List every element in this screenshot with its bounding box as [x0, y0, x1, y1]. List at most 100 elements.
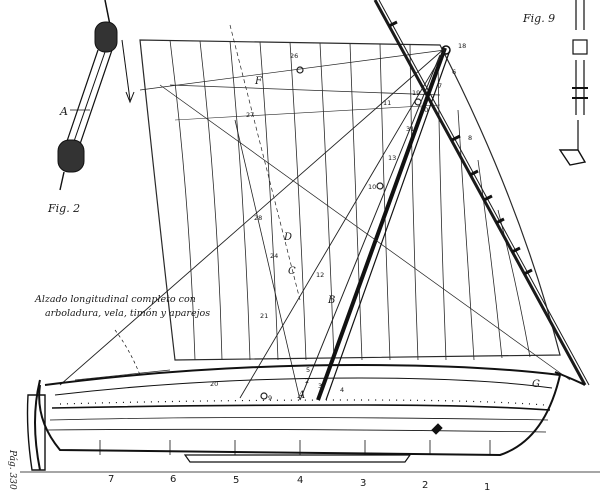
sail-horizontal-line: [169, 84, 441, 96]
station-7: 7: [108, 474, 114, 485]
fig9-bracket: [572, 39, 588, 55]
sail-seam: [457, 109, 475, 361]
letter-c: C: [288, 266, 296, 277]
sternpost: [34, 379, 41, 471]
tackle-rope: [63, 49, 99, 151]
tackle-rope: [104, 0, 111, 26]
yard-lashing: [388, 20, 398, 28]
letter-f: F: [254, 76, 263, 87]
yard: [373, 0, 590, 386]
stem: [554, 371, 586, 386]
part-28: 28: [254, 214, 262, 222]
rudder: [26, 394, 46, 471]
part-10: 10: [368, 183, 376, 191]
yard-lashing: [523, 268, 533, 276]
sail-outline: [139, 39, 561, 361]
mast-head-block: [441, 45, 451, 55]
letter-b: B: [327, 295, 335, 306]
part-18: 18: [458, 42, 466, 50]
sail-horizontal-line: [174, 104, 441, 121]
part-24: 24: [270, 252, 278, 260]
sail-seam: [477, 159, 503, 359]
letter-g: G: [532, 379, 540, 390]
caption-line-2: arboladura, vela, timón y aparejos: [45, 308, 210, 319]
fig9-detail: [558, 0, 588, 166]
sail-seam: [437, 59, 447, 361]
sail-seam: [289, 41, 307, 361]
rigging-block: [296, 66, 304, 74]
sail-seam: [169, 39, 196, 361]
part-19: 19: [412, 89, 420, 97]
station-1: 1: [484, 482, 490, 493]
angle-arc: [114, 329, 141, 376]
tackle-tail: [59, 171, 65, 191]
part-30: 30: [420, 106, 428, 114]
fig2-tackle: [57, 0, 135, 191]
fig2-label: Fig. 2: [47, 202, 80, 215]
arrow-head: [125, 91, 135, 104]
tack-line: [234, 119, 301, 401]
station-4: 4: [297, 475, 303, 486]
fig9-hook: [558, 149, 587, 166]
hull-strake: [49, 417, 549, 421]
part-3: 3: [318, 382, 322, 390]
part-20: 20: [210, 380, 218, 388]
station-3: 3: [360, 478, 366, 489]
sail-seam: [319, 42, 335, 361]
sail-seam: [379, 43, 391, 361]
gunwale: [44, 363, 561, 386]
mast-spar-edge: [325, 49, 451, 401]
sheet: [139, 49, 446, 91]
part-8: 8: [468, 134, 472, 142]
yard-lashing: [511, 246, 521, 254]
tackle-block-upper: [94, 21, 118, 53]
part-31: 31: [406, 125, 414, 133]
caption-line-1: Alzado longitudinal completo con: [34, 294, 196, 305]
part-11: 11: [383, 99, 391, 107]
letter-a-block: A: [59, 105, 68, 118]
part-6: 6: [452, 68, 456, 76]
station-6: 6: [170, 474, 176, 485]
yard-lashing: [469, 169, 479, 177]
rigging-block: [260, 392, 268, 400]
part-5: 5: [306, 366, 310, 374]
keel: [183, 454, 412, 463]
fig9-collar: [572, 87, 588, 99]
fig9-label: Fig. 9: [522, 12, 555, 25]
tackle-rope: [70, 51, 106, 151]
shroud: [299, 54, 441, 401]
stay-forward: [59, 47, 446, 386]
hull-strake: [47, 428, 547, 433]
sail-seam: [229, 40, 251, 361]
gunwale-inner: [54, 377, 553, 396]
part-27: 27: [246, 111, 254, 119]
part-9: 9: [268, 394, 272, 402]
hull-bottom: [38, 374, 561, 457]
sail-seam: [199, 40, 223, 361]
station-5: 5: [233, 475, 239, 486]
letter-a-mast: A: [297, 390, 305, 401]
yard-lashing: [483, 194, 493, 202]
letter-d: D: [283, 232, 292, 243]
rigging: [59, 24, 571, 401]
part-12: 12: [316, 271, 324, 279]
tackle-rope: [77, 49, 113, 151]
tackle-arrow: [121, 39, 131, 101]
part-2: 2: [305, 377, 309, 385]
mast-spar: [316, 47, 447, 401]
mast: [316, 45, 451, 401]
rub-rail: [51, 404, 551, 411]
part-13: 13: [388, 154, 396, 162]
rigging-block: [376, 182, 384, 190]
sail-seam: [409, 43, 419, 361]
brace: [159, 84, 571, 381]
part-21: 21: [260, 312, 268, 320]
part-26: 26: [290, 52, 298, 60]
yard-spar-inner: [378, 0, 590, 386]
yard-lashing: [495, 217, 505, 225]
station-2: 2: [422, 480, 428, 491]
yard-lashing: [451, 134, 461, 142]
hull: [20, 329, 600, 473]
dashed-line: [229, 24, 301, 301]
